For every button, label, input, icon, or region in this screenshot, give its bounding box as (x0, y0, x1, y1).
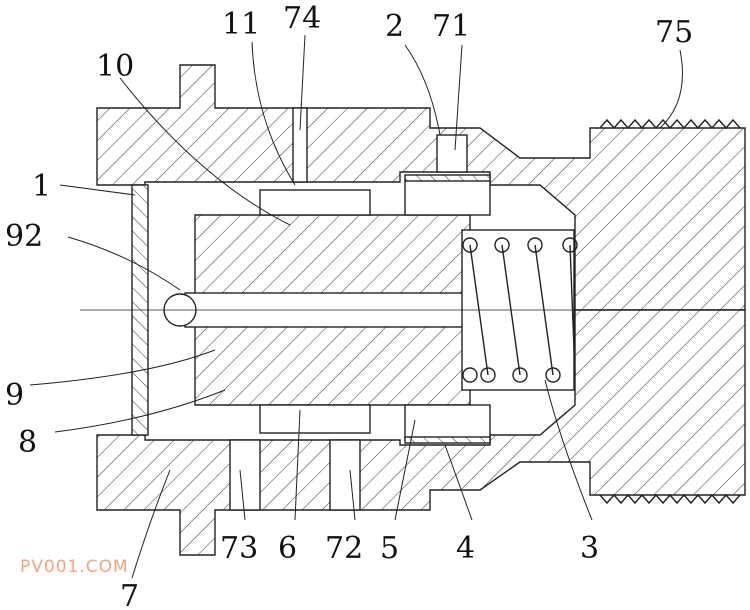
chamber-lower-right (404, 404, 491, 441)
chamber-upper-right (404, 179, 491, 216)
label-6: 6 (278, 531, 297, 566)
label-1: 1 (32, 169, 51, 204)
label-72: 72 (325, 531, 363, 566)
label-74: 74 (283, 1, 321, 36)
watermark: PV001.COM (20, 557, 129, 577)
label-11: 11 (222, 7, 260, 42)
leader-lines (29, 34, 683, 579)
port-72 (329, 439, 361, 511)
port-73 (229, 439, 261, 511)
port-74 (292, 107, 308, 183)
label-71: 71 (432, 9, 470, 44)
label-8: 8 (18, 425, 37, 460)
label-75: 75 (655, 15, 693, 50)
thread-lower (599, 493, 741, 505)
port-71 (436, 134, 468, 173)
label-73: 73 (220, 531, 258, 566)
label-4: 4 (456, 531, 475, 566)
label-3: 3 (580, 531, 599, 566)
filter-4 (404, 436, 491, 444)
chamber-lower (259, 404, 371, 434)
label-92: 92 (5, 219, 43, 254)
label-5: 5 (380, 531, 399, 566)
label-9: 9 (5, 378, 24, 413)
label-2: 2 (385, 9, 404, 44)
filter-upper (404, 174, 491, 182)
label-10: 10 (96, 49, 134, 84)
callout-labels: 11 74 2 71 75 10 1 92 9 8 73 6 72 5 4 3 … (5, 1, 693, 610)
label-7: 7 (120, 579, 139, 610)
thread (599, 118, 741, 130)
chamber-upper (259, 189, 371, 216)
